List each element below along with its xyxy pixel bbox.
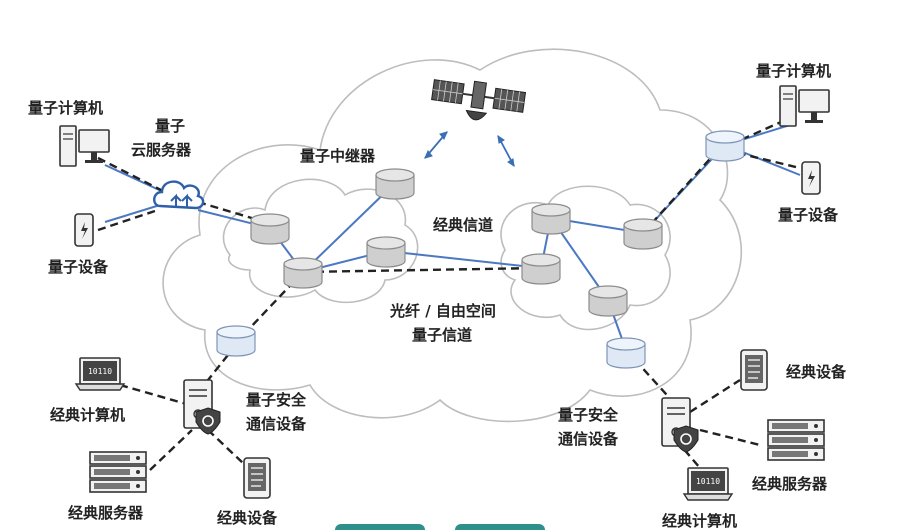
label-quantum-computer-right: 量子计算机 [756, 62, 831, 80]
label-quantum-cloud-1: 量子 [155, 117, 185, 135]
label-quantum-device-right: 量子设备 [778, 206, 839, 224]
label-classical-device-left: 经典设备 [217, 509, 278, 527]
label-classical-computer-right: 经典计算机 [662, 512, 737, 530]
label-qsc-left-2: 通信设备 [246, 415, 307, 433]
database-node-icon [606, 337, 646, 369]
desktop-computer-icon [59, 125, 110, 167]
database-node-icon [588, 285, 628, 317]
server-rack-icon [89, 451, 147, 493]
database-node-icon [375, 168, 415, 200]
tablet-device-icon [740, 349, 768, 391]
secure-server-icon [183, 379, 221, 435]
label-classical-device-right: 经典设备 [786, 363, 847, 381]
database-node-icon [283, 257, 323, 289]
label-quantum-cloud-2: 云服务器 [131, 141, 192, 159]
label-quantum-repeater: 量子中继器 [300, 147, 376, 165]
database-node-icon [521, 253, 561, 285]
label-qsc-left-1: 量子安全 [246, 391, 307, 409]
database-node-icon [705, 130, 745, 162]
database-node-icon [216, 325, 256, 357]
label-fiber-line2: 量子信道 [412, 326, 472, 344]
database-node-icon [366, 236, 406, 268]
bottom-cropped-shapes [335, 524, 545, 530]
desktop-computer-icon [779, 85, 830, 127]
mobile-phone-icon [74, 213, 94, 247]
satellite-icon [431, 79, 527, 121]
label-classical-server-left: 经典服务器 [68, 504, 144, 522]
laptop-binary-icon [683, 467, 733, 501]
mobile-phone-icon [801, 161, 821, 195]
secure-server-icon [661, 397, 699, 453]
label-quantum-device-left: 量子设备 [48, 258, 109, 276]
label-quantum-computer-left: 量子计算机 [28, 99, 103, 117]
server-rack-icon [767, 419, 825, 461]
label-fiber-line1: 光纤 / 自由空间 [389, 302, 496, 320]
label-qsc-right-2: 通信设备 [558, 430, 619, 448]
label-classical-computer-left: 经典计算机 [50, 406, 125, 424]
label-qsc-right-1: 量子安全 [558, 406, 619, 424]
label-classical-channel: 经典信道 [433, 216, 493, 234]
laptop-binary-icon [75, 357, 125, 391]
tablet-device-icon [243, 457, 271, 499]
database-node-icon [531, 203, 571, 235]
satellite-link-arrows [424, 131, 515, 168]
database-node-icon [250, 213, 290, 245]
cloud-upload-icon [153, 180, 205, 210]
database-node-icon [623, 218, 663, 250]
label-classical-server-right: 经典服务器 [752, 475, 828, 493]
